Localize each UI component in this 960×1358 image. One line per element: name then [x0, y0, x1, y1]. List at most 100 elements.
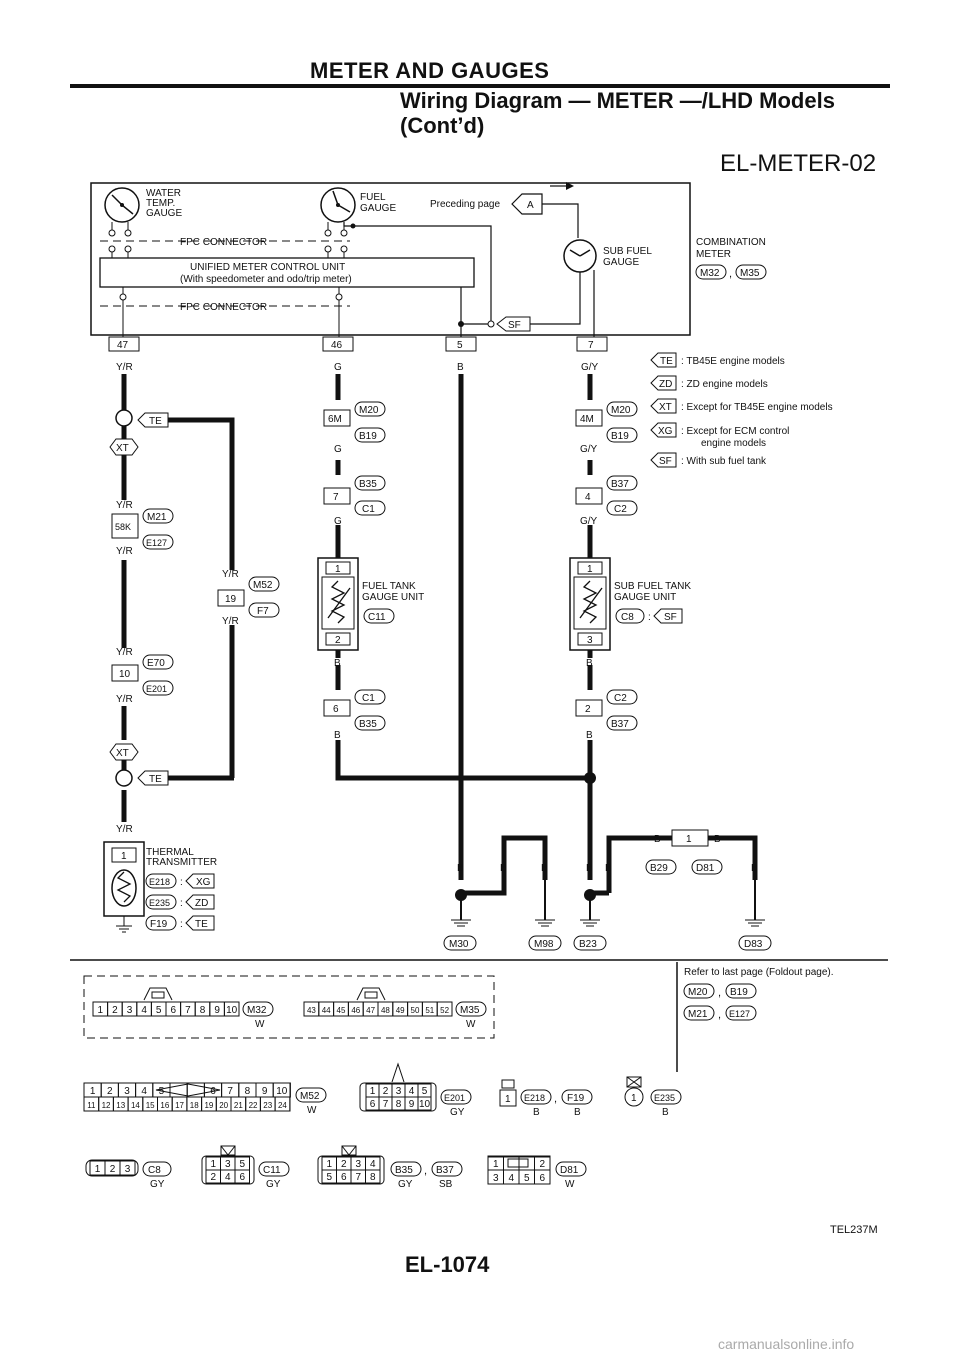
pin-cell: [436, 1001, 453, 1017]
c11-badge-label: C11: [263, 1165, 281, 1176]
conn-m35-label: M35: [740, 268, 760, 279]
zd-flag: [185, 894, 215, 910]
water-temp-label-2: TEMP.: [146, 198, 175, 209]
f19-color: B: [574, 1107, 581, 1118]
pin-number: 5: [422, 1086, 428, 1097]
conn-d81: D81: [696, 863, 715, 874]
wire-color-b-g4: B: [586, 863, 593, 874]
pin-number: 17: [175, 1101, 184, 1110]
e235-badge-label: E235: [654, 1093, 675, 1103]
pin-number: 4: [370, 1159, 376, 1170]
ground-m98-badge: [528, 935, 562, 951]
sub-unit-pin3-box: [577, 632, 603, 646]
sub-rheostat-arrow: [579, 587, 603, 619]
c11-color: GY: [266, 1179, 281, 1190]
svg-text:engine models: engine models: [701, 438, 766, 449]
sub-b19-badge: [606, 427, 638, 443]
svg-text:: TB45E engine models: : TB45E engine models: [681, 356, 785, 367]
wire-color-yr: Y/R: [116, 362, 133, 373]
sf-flag-label: SF: [508, 320, 521, 331]
pin-number: 2: [107, 1086, 113, 1097]
fuel-unit-pin2-box: [325, 632, 351, 646]
wire-color-gy-2: G/Y: [580, 516, 598, 527]
refer-m20: M20: [688, 987, 708, 998]
sub-rheostat-icon: [582, 580, 598, 624]
pin-number: 3: [125, 1164, 131, 1175]
section-title: METER AND GAUGES: [310, 58, 550, 83]
pin-number: 1: [370, 1086, 376, 1097]
sub-m20-badge: [606, 401, 638, 417]
colon: :: [648, 612, 651, 623]
pin-number: 6: [210, 1086, 216, 1097]
f19-badge: [561, 1089, 593, 1105]
conn-e127-badge: [142, 534, 174, 550]
pin-number: 2: [539, 1159, 545, 1170]
refer-m20-badge: [683, 983, 715, 999]
e201-badge: [440, 1089, 472, 1105]
wire-sf-right: [530, 272, 581, 325]
pin-cell: [119, 1160, 136, 1176]
pin-number: 6: [171, 1005, 177, 1016]
fuel-gauge-label-2: GAUGE: [360, 203, 396, 214]
pin-number: 3: [124, 1086, 130, 1097]
fuel-b35-badge-2: [354, 715, 386, 731]
pin-number: 4: [141, 1005, 147, 1016]
wire-color-yr-4: Y/R: [116, 694, 133, 705]
fuel-b19-badge: [354, 427, 386, 443]
m35-badge: [455, 1001, 487, 1017]
wire-color-b-g5: B: [605, 863, 612, 874]
pin-number: 4: [225, 1172, 231, 1183]
xt-flag-bottom: [109, 743, 139, 761]
conn-e218-badge: [145, 873, 177, 889]
sub-c2: C2: [614, 504, 627, 515]
pin-number: 46: [351, 1006, 360, 1015]
pin-number: 3: [355, 1159, 361, 1170]
watermark: carmanualsonline.info: [718, 1336, 855, 1352]
colon: :: [180, 919, 183, 930]
pin-number: 14: [131, 1101, 140, 1110]
te-flag-top: [137, 412, 169, 428]
sub-unit-pin1: 1: [587, 564, 593, 575]
fpc-pin-leads: [111, 222, 345, 337]
pin-number: 1: [210, 1159, 216, 1170]
pin-19: 19: [225, 594, 237, 605]
b37-badge: [431, 1161, 463, 1177]
e201-color: GY: [450, 1107, 465, 1118]
pin-number: 24: [278, 1101, 287, 1110]
pin-number: 12: [102, 1101, 111, 1110]
wire-color-b-4: B: [586, 730, 593, 741]
rheostat-arrow: [327, 587, 351, 619]
te-flag-bottom: [137, 770, 169, 786]
xt-flag-top: [109, 438, 139, 456]
wire-ground-thick: [477, 835, 758, 896]
pin-7: 7: [333, 492, 339, 503]
sub-b19: B19: [611, 431, 629, 442]
e218-badge-label: E218: [524, 1093, 545, 1103]
m32-badge-label: M32: [247, 1005, 267, 1016]
svg-text:1: 1: [505, 1094, 511, 1105]
conn-e201-badge: [142, 680, 174, 696]
conn-4m-box: [575, 409, 603, 427]
svg-text:: Except for ECM control: : Except for ECM control: [681, 426, 789, 437]
d81-badge-label: D81: [560, 1165, 579, 1176]
preceding-page-label: Preceding page: [430, 199, 500, 210]
page-number: EL-1074: [405, 1252, 490, 1277]
fpc-connector-bottom-label: FPC CONNECTOR: [180, 302, 267, 313]
conn-4-box: [575, 487, 603, 505]
resistor-zigzag-icon: [116, 871, 132, 903]
wire-color-b-g2: B: [500, 863, 507, 874]
wire-color-b-g3: B: [541, 863, 548, 874]
comma: ,: [718, 1009, 721, 1021]
wire-color-b-6: B: [714, 834, 721, 845]
pin-number: 15: [146, 1101, 155, 1110]
e235-connector-face: 1: [624, 1076, 644, 1107]
te-flag-thermal: [185, 915, 215, 931]
arrow-right-icon: [566, 182, 574, 190]
control-unit-sublabel: (With speedometer and odo/trip meter): [180, 274, 352, 285]
svg-text:7: 7: [588, 340, 594, 351]
conn-f19: F19: [150, 919, 168, 930]
